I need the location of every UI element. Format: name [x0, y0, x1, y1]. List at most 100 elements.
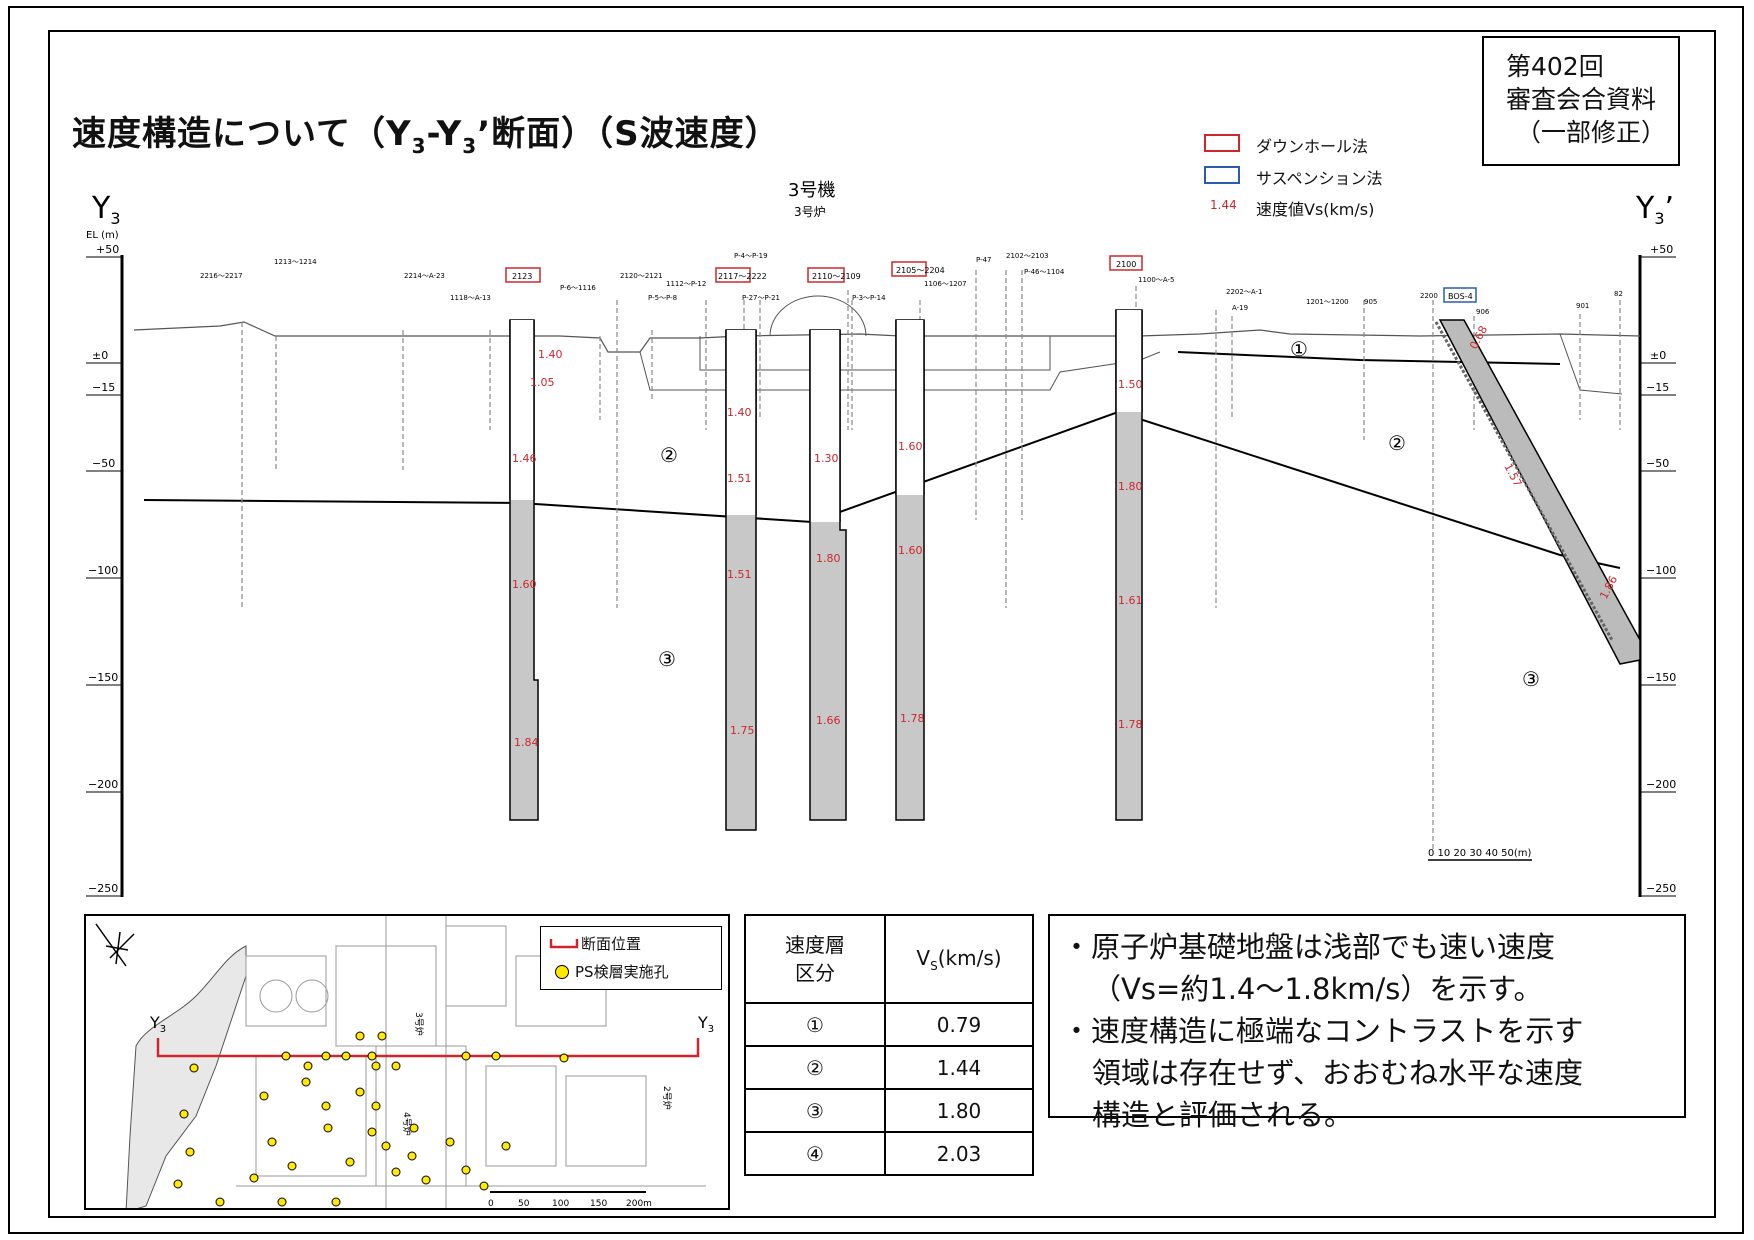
map-unit3-label: 3号炉 [413, 1012, 425, 1036]
left-tick-7: −200 [88, 778, 118, 791]
stamp-line-3: （一部修正） [1516, 118, 1667, 147]
borehole-label: 2202〜A-1 [1226, 288, 1262, 296]
borehole-label: 1106〜1207 [924, 280, 967, 288]
right-tick-2: ±0 [1650, 349, 1666, 362]
vs-value: 1.75 [730, 724, 755, 737]
map-scale-200: 200m [626, 1199, 652, 1209]
section-line [156, 1038, 700, 1058]
right-tick-1: +50 [1650, 243, 1673, 256]
stamp-line-2: 審査会合資料 [1506, 85, 1657, 114]
table-cell-vs: 1.80 [884, 1088, 1034, 1133]
borehole-label: 2214〜A-23 [404, 272, 445, 280]
borehole-label: P-5〜P-8 [648, 294, 677, 302]
vs-value: 1.60 [898, 544, 923, 557]
vs-value: 1.80 [1118, 480, 1143, 493]
borehole-label: A-19 [1232, 304, 1248, 312]
boxed-borehole-label: BOS-4 [1448, 292, 1473, 301]
summary-notes: ・原子炉基礎地盤は浅部でも速い速度 （Vs=約1.4〜1.8km/s）を示す。 … [1048, 914, 1686, 1132]
unit-3-label: 3号機 [788, 180, 835, 201]
el-unit-label: EL (m) [86, 230, 119, 241]
borehole-label: 2120〜2121 [620, 272, 663, 280]
borehole-label: 1100〜A-5 [1138, 276, 1174, 284]
section-line-icon [549, 939, 579, 949]
left-tick-5: −100 [88, 564, 118, 577]
zone-label-3-left: ③ [658, 647, 676, 671]
scale-bar: 0 10 20 30 40 50(m) [1428, 848, 1532, 861]
borehole-label: 906 [1476, 308, 1490, 316]
zone-label-3-right: ③ [1522, 667, 1540, 691]
map-scale-100: 100 [552, 1199, 569, 1209]
table-cell-vs: 0.79 [884, 1002, 1034, 1047]
stamp-line-1: 第402回 [1506, 52, 1604, 81]
legend-vs-label: 速度値Vs(km/s) [1256, 200, 1375, 219]
borehole-label: 1118〜A-13 [450, 294, 491, 302]
right-section-label: Y3’ [1635, 191, 1674, 228]
note-line-4: 領域は存在せず、おおむね水平な速度 [1092, 1056, 1583, 1090]
note-line-5: 構造と評価される。 [1092, 1098, 1354, 1132]
table-cell-layer: ③ [744, 1088, 886, 1133]
table-header-row: 速度層区分 VS(km/s) [744, 914, 1034, 1004]
vs-value: 1.80 [816, 552, 841, 565]
vs-value: 1.30 [814, 452, 839, 465]
left-tick-8: −250 [88, 882, 118, 895]
vs-value: 1.61 [1118, 594, 1143, 607]
borehole-label: 1201〜1200 [1306, 298, 1349, 306]
table-cell-layer: ② [744, 1045, 886, 1090]
borehole-label: P-3〜P-14 [852, 294, 886, 302]
left-tick-4: −50 [92, 457, 115, 470]
borehole-label: P-46〜1104 [1024, 268, 1065, 276]
map-legend-section: 断面位置 [581, 935, 642, 953]
borehole-label: 2216〜2217 [200, 272, 243, 280]
boxed-borehole-label: 2100 [1116, 260, 1136, 269]
boxed-borehole-label: 2110〜2109 [812, 272, 861, 281]
boxed-borehole-label: 2117〜2222 [718, 272, 767, 281]
boxed-borehole-label: 2105〜2204 [896, 266, 945, 275]
borehole-label: P-47 [976, 256, 992, 264]
vs-value: 1.78 [900, 712, 925, 725]
right-tick-8: −250 [1646, 882, 1676, 895]
map-scale-150: 150 [590, 1199, 607, 1209]
vs-value: 1.05 [530, 376, 555, 389]
map-scale-0: 0 [488, 1199, 494, 1209]
boundary-1-2 [1177, 351, 1561, 365]
table-cell-vs: 1.44 [884, 1045, 1034, 1090]
note-line-1: ・原子炉基礎地盤は浅部でも速い速度 [1062, 930, 1556, 964]
vs-value: 1.50 [1118, 378, 1143, 391]
vs-value: 1.51 [727, 472, 752, 485]
inner-frame [48, 30, 1716, 1218]
boxed-borehole-label: 2123 [512, 272, 532, 281]
zone-label-1: ① [1290, 337, 1308, 361]
meeting-stamp: 第402回 審査会合資料 （一部修正） [1482, 36, 1680, 166]
ground-surface [133, 321, 1641, 353]
table-cell-layer: ④ [744, 1131, 886, 1176]
reactor-3-label: 3号炉 [794, 205, 826, 219]
map-unit4-label: 4号炉 [401, 1112, 413, 1136]
vs-value: 1.51 [727, 568, 752, 581]
ps-hole-icon [555, 965, 569, 979]
legend-suspension-swatch [1204, 166, 1240, 184]
vs-value: 1.84 [514, 736, 539, 749]
borehole-label: 905 [1364, 298, 1377, 306]
map-y3-left: Y3 [149, 1013, 166, 1035]
borehole-label: 1112〜P-12 [666, 280, 706, 288]
zone-label-2-right: ② [1388, 431, 1406, 455]
left-tick-3: −15 [92, 381, 115, 394]
right-tick-4: −50 [1646, 457, 1669, 470]
vs-value: 0.68 [1467, 324, 1490, 352]
borehole-label: P-27〜P-21 [742, 294, 780, 302]
vs-value: 1.46 [512, 452, 537, 465]
scale-bar-label: 0 10 20 30 40 50(m) [1428, 848, 1532, 859]
legend-vs-sample: 1.44 [1210, 198, 1237, 212]
left-section-label: Y3 [91, 191, 121, 228]
compass-icon [95, 923, 135, 967]
vs-value: 1.40 [538, 348, 563, 361]
legend-downhole-label: ダウンホール法 [1256, 137, 1369, 156]
table-cell-vs: 2.03 [884, 1131, 1034, 1176]
left-tick-1: +50 [96, 243, 119, 256]
borehole-label: P-4〜P-19 [734, 252, 768, 260]
left-axis: +50 ±0 −15 −50 −100 −150 −200 −250 [86, 243, 122, 897]
right-tick-7: −200 [1646, 778, 1676, 791]
borehole-column-bos4 [1438, 319, 1641, 665]
